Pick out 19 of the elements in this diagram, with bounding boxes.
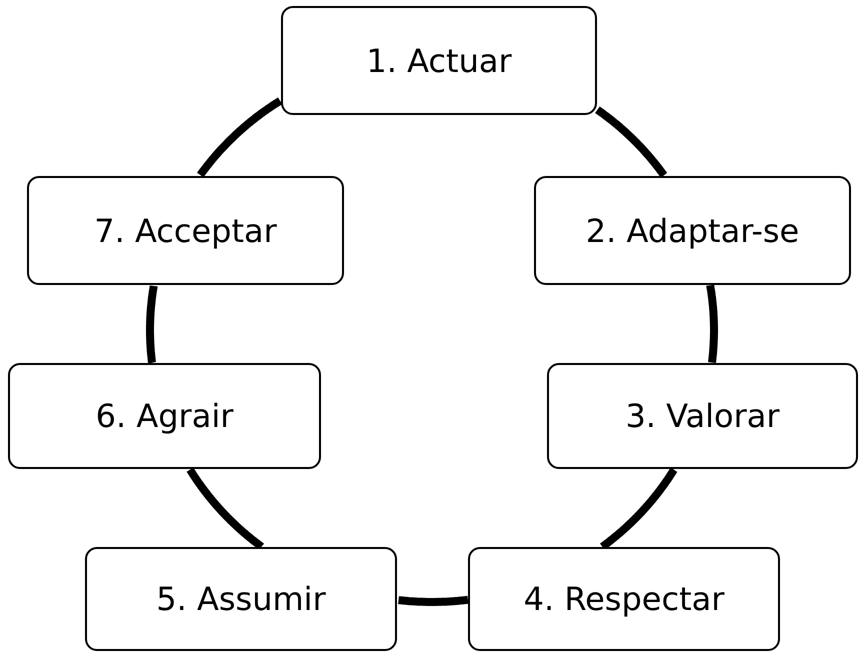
step-label: 6. Agrair bbox=[96, 397, 234, 435]
ring-connector bbox=[197, 97, 283, 178]
step-box bbox=[281, 6, 597, 115]
step-box bbox=[468, 547, 780, 651]
step-box bbox=[85, 547, 397, 651]
step-box bbox=[534, 176, 851, 285]
step-label: 5. Assumir bbox=[156, 580, 326, 618]
step-box bbox=[27, 176, 344, 285]
step-label: 7. Acceptar bbox=[94, 212, 277, 250]
ring-connector bbox=[146, 282, 158, 366]
step-label: 4. Respectar bbox=[524, 580, 724, 618]
ring-connector bbox=[594, 106, 668, 178]
step-box bbox=[547, 363, 858, 469]
ring-connector bbox=[396, 596, 470, 606]
step-box bbox=[8, 363, 321, 469]
step-label: 1. Actuar bbox=[366, 42, 512, 80]
step-label: 2. Adaptar-se bbox=[586, 212, 800, 250]
ring-connector bbox=[706, 282, 718, 366]
step-label: 3. Valorar bbox=[625, 397, 780, 435]
